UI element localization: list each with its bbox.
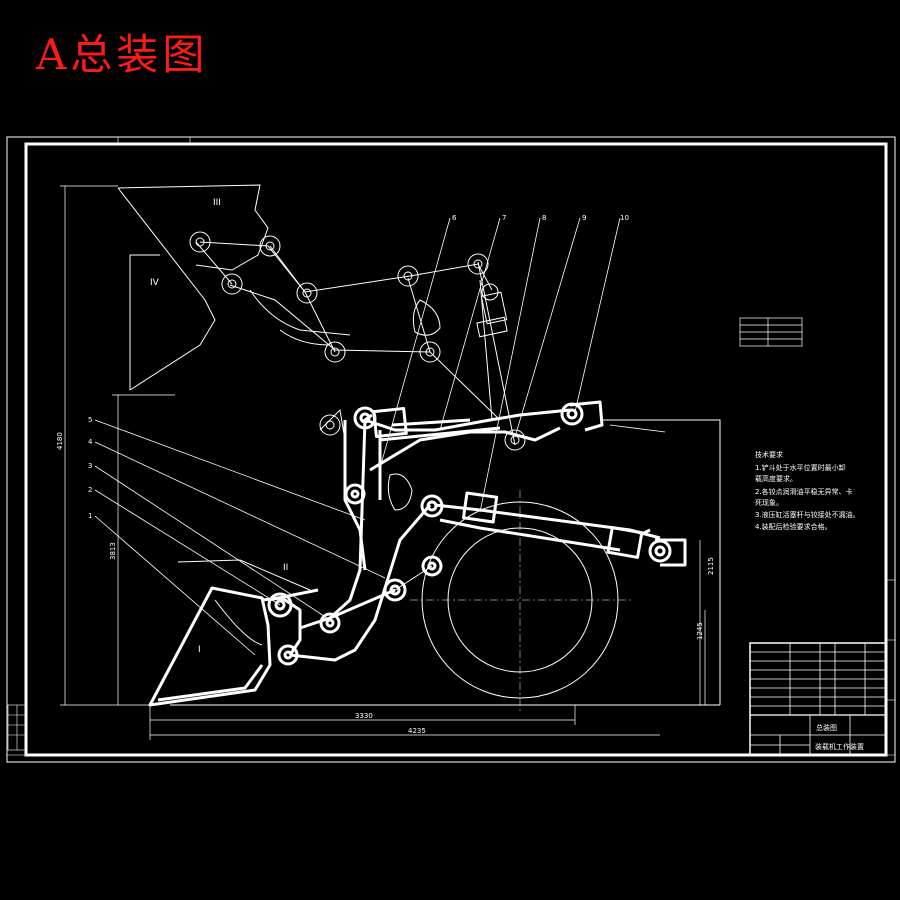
dim-3330: 3330 xyxy=(355,712,373,720)
balloon-4: 4 xyxy=(88,438,93,446)
tech-requirements: 技术要求 1.铲斗处于水平位置时最小卸 载高度要求。 2.各铰点润滑油平稳无异常… xyxy=(755,450,860,531)
drawing-frame xyxy=(6,136,896,763)
balloon-1: 1 xyxy=(88,512,92,520)
balloon-10: 10 xyxy=(620,214,629,222)
dim-4180: 4180 xyxy=(56,432,64,450)
dim-1245: 1245 xyxy=(696,622,704,640)
title-block-text: 总装图 装载机工作装置 xyxy=(815,723,864,751)
part-balloons: 6 7 8 9 10 5 4 3 2 1 xyxy=(88,214,629,520)
tech-heading: 技术要求 xyxy=(755,450,783,459)
label-iii: III xyxy=(213,198,221,208)
drawing-title: A总装图 xyxy=(36,30,209,79)
label-ii: II xyxy=(283,563,288,573)
dimension-lines xyxy=(60,185,706,740)
lower-position-outline xyxy=(148,400,687,707)
title-block xyxy=(749,642,887,756)
leader-lines xyxy=(94,217,666,656)
dim-2115: 2115 xyxy=(707,557,715,575)
lower-position-thin xyxy=(170,408,721,706)
label-i: I xyxy=(198,645,201,655)
roman-labels: I II III IV xyxy=(150,198,288,655)
title-block-drawing-title: 装载机工作装置 xyxy=(815,742,864,751)
balloon-2: 2 xyxy=(88,486,92,494)
dimension-labels: 4180 3813 3330 4235 2115 1245 xyxy=(56,432,715,735)
balloon-6: 6 xyxy=(452,214,457,222)
tech-line-3: 2.各铰点润滑油平稳无异常、卡 xyxy=(755,487,853,496)
label-iv: IV xyxy=(150,278,160,288)
balloon-3: 3 xyxy=(88,462,92,470)
parts-mini-table xyxy=(739,317,803,347)
dim-3813: 3813 xyxy=(109,542,117,560)
dim-4235: 4235 xyxy=(408,727,426,735)
tech-line-4: 死现象。 xyxy=(755,498,783,507)
balloon-5: 5 xyxy=(88,416,92,424)
tech-line-1: 1.铲斗处于水平位置时最小卸 xyxy=(755,463,846,472)
balloon-9: 9 xyxy=(582,214,586,222)
tech-line-5: 3.液压缸活塞杆与铰接处不漏油。 xyxy=(755,510,860,519)
balloon-7: 7 xyxy=(502,214,506,222)
balloon-8: 8 xyxy=(542,214,546,222)
title-block-name: 总装图 xyxy=(816,723,837,732)
tech-line-2: 载高度要求。 xyxy=(755,474,797,483)
wheel xyxy=(410,490,632,712)
tech-line-6: 4.装配后检验要求合格。 xyxy=(755,522,832,531)
upper-position-outline xyxy=(117,184,526,451)
